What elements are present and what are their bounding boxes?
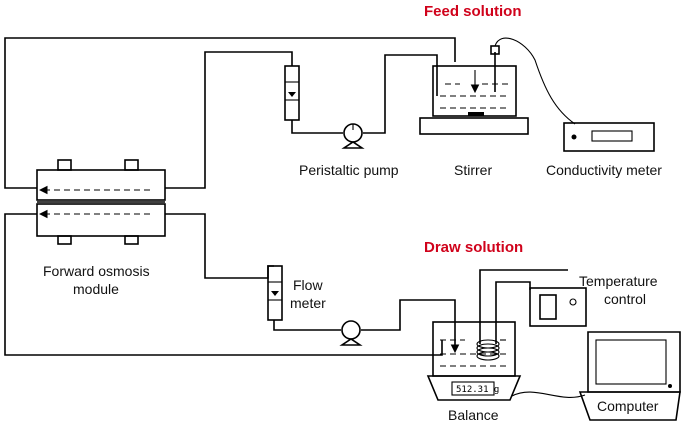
draw-solution-title: Draw solution <box>424 239 523 256</box>
feed-peristaltic-pump <box>341 123 365 149</box>
conductivity-cable <box>494 37 576 125</box>
temperature-control <box>529 287 587 327</box>
flow-meter-label-1: Flow <box>293 277 323 293</box>
draw-flow-meter <box>267 265 283 321</box>
heating-coil <box>476 269 568 361</box>
feed-tank <box>432 45 517 117</box>
conductivity-meter <box>563 122 655 152</box>
feed-flow-meter <box>284 65 300 121</box>
draw-tank <box>432 321 516 377</box>
conductivity-meter-label: Conductivity meter <box>546 162 662 178</box>
temperature-label-2: control <box>604 291 646 307</box>
flow-meter-label-2: meter <box>290 295 326 311</box>
balance <box>426 375 522 401</box>
feed-solution-title: Feed solution <box>424 3 522 20</box>
feed-loop-pipe <box>4 37 456 189</box>
temperature-label-1: Temperature <box>579 273 658 289</box>
fo-module-label-1: Forward osmosis <box>43 263 150 279</box>
computer <box>578 331 681 421</box>
balance-label: Balance <box>448 407 499 423</box>
stirrer-plate <box>419 117 529 135</box>
stirrer-label: Stirrer <box>454 162 492 178</box>
balance-reading: 512.31 g <box>456 385 499 395</box>
draw-peristaltic-pump <box>339 320 363 346</box>
computer-label: Computer <box>597 398 659 414</box>
fo-module-label-2: module <box>73 281 119 297</box>
forward-osmosis-module <box>36 159 166 245</box>
balance-computer-cable <box>511 391 586 398</box>
peristaltic-pump-label: Peristaltic pump <box>299 162 399 178</box>
